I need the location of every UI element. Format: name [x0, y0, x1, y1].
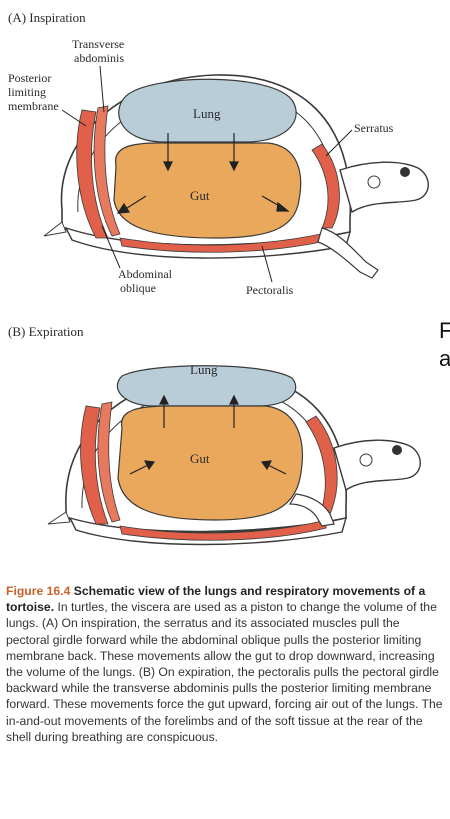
label-posterior-2: limiting	[8, 85, 46, 99]
label-posterior-1: Posterior	[8, 71, 51, 85]
forelimb	[317, 227, 379, 279]
head	[333, 439, 421, 492]
leader-transverse	[99, 65, 105, 113]
label-pectoralis: Pectoralis	[246, 283, 294, 297]
eye	[400, 167, 410, 177]
ear	[359, 453, 373, 467]
panel-a-title: (A) Inspiration	[8, 10, 86, 25]
lung-organ	[116, 365, 297, 407]
forelimb	[288, 493, 335, 527]
panel-b-title: (B) Expiration	[8, 324, 84, 339]
label-serratus: Serratus	[354, 121, 394, 135]
abdominal-oblique-muscle	[80, 405, 109, 525]
movement-arrows	[116, 133, 290, 214]
transverse-abdominis-muscle	[97, 401, 121, 523]
transverse-abdominis-muscle	[93, 105, 121, 237]
label-transverse-1: Transverse	[72, 37, 124, 51]
panel-inspiration: (A) Inspiration Lung Gut	[0, 0, 450, 305]
leader-abdominal	[101, 225, 121, 269]
movement-arrows	[129, 394, 287, 475]
label-abdominal-2: oblique	[120, 281, 156, 295]
figure-heading: Schematic view of the lungs and respirat…	[6, 584, 426, 615]
lung-organ	[118, 78, 297, 143]
abdominal-oblique-muscle	[76, 109, 109, 239]
eye	[392, 445, 402, 455]
expiration-diagram: (B) Expiration Lung Gut	[8, 324, 421, 546]
ear	[367, 175, 381, 189]
lung-label: Lung	[190, 362, 218, 377]
tail	[43, 221, 67, 237]
figure-body: In turtles, the viscera are used as a pi…	[6, 600, 443, 744]
edge-text-top: F	[439, 318, 450, 343]
gut-organ	[117, 405, 303, 521]
serratus-muscle	[311, 143, 340, 229]
head	[339, 161, 429, 214]
edge-text-bottom: a	[439, 346, 450, 371]
label-abdominal-1: Abdominal	[118, 267, 173, 281]
pectoralis-muscle	[119, 519, 327, 541]
gut-organ	[113, 142, 302, 239]
gut-label: Gut	[190, 188, 210, 203]
inspiration-diagram: (A) Inspiration Lung Gut	[8, 10, 429, 297]
figure-caption: Figure 16.4 Schematic view of the lungs …	[6, 583, 444, 745]
figure-number: Figure 16.4	[6, 584, 71, 598]
panel-expiration: (B) Expiration Lung Gut	[0, 318, 450, 580]
leader-pectoralis	[261, 245, 273, 283]
lung-label: Lung	[193, 106, 221, 121]
leader-posterior	[61, 109, 87, 127]
label-posterior-3: membrane	[8, 99, 59, 113]
leader-serratus	[325, 129, 353, 157]
label-transverse-2: abdominis	[74, 51, 124, 65]
tail	[47, 511, 71, 525]
gut-label: Gut	[190, 451, 210, 466]
